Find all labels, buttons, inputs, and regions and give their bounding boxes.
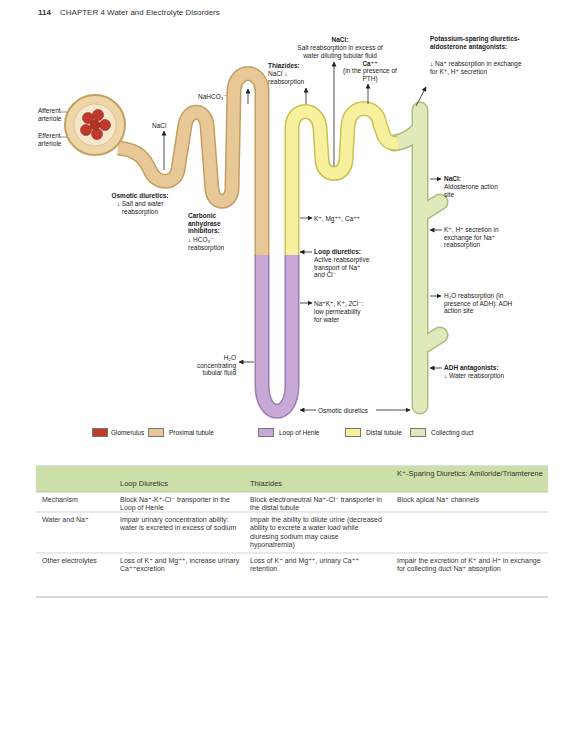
flux-arrow: [430, 368, 442, 369]
drug-class-label: Potassium-sparing diuretics-aldosterone …: [430, 35, 525, 50]
effect-label: Active reabsorptive transport of Na⁺ and…: [314, 256, 372, 279]
effect-label: NaCl ↓ reabsorption: [268, 70, 312, 85]
table-cell: Block apical Na⁺ channels: [397, 496, 545, 504]
running-header: CHAPTER 4 Water and Electrolyte Disorder…: [60, 8, 220, 17]
ion-label: K⁺, Mg⁺⁺, Ca⁺⁺: [314, 215, 360, 223]
ion-label: NaCl:: [444, 175, 461, 183]
effect-label: low permeability for water: [314, 308, 369, 323]
table-header-cell: Loop Diuretics: [120, 480, 242, 489]
table-rule: [36, 597, 548, 598]
flux-arrow: [430, 296, 441, 297]
effect-label: H₂O reabsorption (in presence of ADH): A…: [444, 292, 516, 315]
page-number: 114: [38, 8, 51, 17]
table-row-header: Mechanism: [42, 496, 114, 504]
ion-label: Na⁺K⁺, K⁺, 2Cl⁻:: [314, 300, 364, 308]
ion-label: NaCl:: [290, 36, 390, 44]
bowman-space: [74, 104, 116, 146]
flux-arrow: [334, 62, 335, 166]
table-rule: [36, 492, 548, 493]
flux-arrow: [300, 218, 312, 219]
table-rule: [36, 553, 548, 554]
table-cell: Loss of K⁺ and Mg⁺⁺, urinary Ca⁺⁺ retent…: [250, 557, 385, 574]
legend-swatch: [345, 428, 361, 437]
table-cell: Block Na⁺-K⁺-Cl⁻ transporter in the Loop…: [120, 496, 242, 513]
capillary-tuft: [100, 120, 111, 131]
effect-label: ↓ Na⁺ reabsorption in exchange for K⁺, H…: [430, 60, 525, 75]
drug-class-label: ADH antagonists:: [444, 364, 499, 372]
drug-class-label: Loop diuretics:: [314, 248, 361, 256]
collecting-duct: [394, 110, 440, 406]
legend-label: Glomerulus: [111, 429, 144, 437]
effect-label: ↓ Water reabsorption: [444, 372, 514, 380]
legend-swatch: [410, 428, 426, 437]
vessel-label: Afferent arteriole: [38, 107, 70, 122]
legend-label: Distal tubule: [366, 429, 402, 437]
flux-arrow: [164, 131, 165, 170]
legend-label: Collecting duct: [431, 429, 474, 437]
effect-label: (in the presence of PTH): [335, 67, 405, 82]
flux-arrow: [430, 230, 442, 231]
table-cell: Impair the excretion of K⁺ and H⁺ in exc…: [397, 557, 545, 574]
vessel-label: Efferent arteriole: [38, 132, 70, 147]
capillary-tuft: [93, 110, 104, 121]
table-cell: Block electroneutral Na⁺-Cl⁻ transporter…: [250, 496, 385, 513]
table-row-header: Water and Na⁺: [42, 516, 114, 524]
capillary-tuft: [92, 129, 103, 140]
distal-tubule-outline: [292, 109, 398, 256]
distal-tubule: [292, 109, 398, 256]
flux-arrow: [239, 362, 254, 363]
flux-arrow: [416, 87, 426, 106]
legend-swatch: [92, 428, 108, 437]
legend-swatch: [258, 428, 274, 437]
table-header-cell: K⁺-Sparing Diuretics: Amiloride/Triamter…: [397, 470, 545, 479]
drug-class-label: Osmotic diuretics: [318, 407, 368, 415]
effect-label: ↓ Salt and water reabsorption: [110, 200, 170, 215]
table-header-band: [36, 466, 548, 492]
loop-of-henle: [262, 255, 292, 411]
capillary-tuft: [90, 120, 100, 130]
loop-of-henle-outline: [262, 255, 292, 411]
flux-arrow: [300, 252, 312, 253]
table-header-cell: Thiazides: [250, 480, 380, 489]
flux-arrow: [376, 410, 410, 411]
table-cell: Loss of K⁺ and Mg⁺⁺, increase urinary Ca…: [120, 557, 242, 574]
table-row-header: Other electrolytes: [42, 557, 114, 565]
effect-label: Aldosterone action site: [444, 183, 499, 198]
bowman-capsule: [65, 95, 125, 155]
ion-label: NaCl: [152, 122, 166, 130]
drug-class-label: Carbonic anhydrase inhibitors:: [188, 212, 238, 235]
effect-label: ↓ HCO₃⁻ reabsorption: [188, 236, 238, 251]
legend-swatch: [148, 428, 164, 437]
drug-class-label: Osmotic diuretics:: [105, 192, 175, 200]
flux-arrow: [430, 179, 441, 180]
legend-label: Proximal tubule: [169, 429, 214, 437]
proximal-tubule-outline: [118, 74, 262, 256]
effect-label: K⁺, H⁺ secretion in exchange for Na⁺ rea…: [444, 226, 519, 249]
legend-label: Loop of Henle: [279, 429, 319, 437]
flux-arrow: [368, 84, 369, 104]
flux-arrow: [300, 303, 312, 304]
flux-arrow: [306, 88, 307, 104]
table-rule: [36, 512, 548, 513]
ion-label: NaHCO₃⁻: [198, 93, 227, 101]
effect-label: Salt reabsorption in excess of water dil…: [290, 44, 390, 59]
collecting-duct-outline: [394, 110, 440, 406]
table-cell: Impair urinary concentration ability: wa…: [120, 516, 242, 533]
table-cell: Impair the ability to dilute urine (decr…: [250, 516, 385, 549]
flux-arrow: [300, 410, 316, 411]
proximal-tubule: [118, 74, 262, 256]
flux-arrow: [248, 89, 249, 104]
ion-label: Ca⁺⁺: [335, 60, 405, 68]
drug-class-label: Thiazides:: [268, 62, 300, 70]
effect-label: H₂O concentrating tubular fluid: [188, 354, 236, 377]
